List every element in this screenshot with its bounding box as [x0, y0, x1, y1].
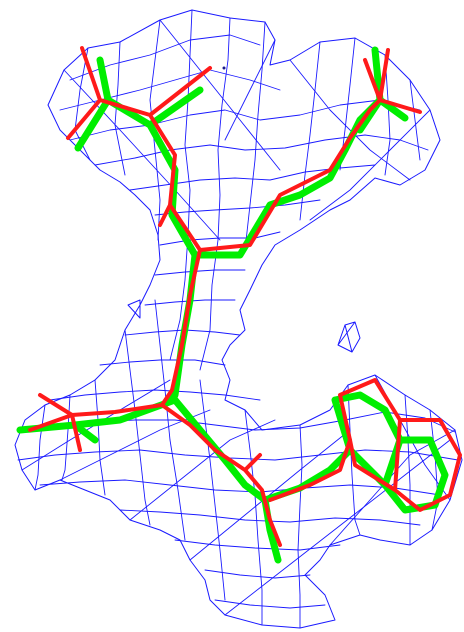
red-atomic-model	[28, 46, 462, 547]
mesh-small-tri	[127, 299, 141, 319]
red-residue-bottom-left	[28, 393, 164, 452]
red-residue-top-left	[66, 46, 212, 252]
green-residue-bottom-left	[16, 396, 179, 444]
red-backbone-top	[198, 48, 422, 252]
atom-marker	[222, 66, 226, 70]
mesh-small-blob	[337, 321, 361, 353]
mesh-outline-upper-left	[14, 9, 463, 629]
red-ring	[338, 378, 462, 512]
green-backbone-top	[191, 46, 409, 259]
green-backbone-middle	[164, 251, 199, 404]
red-backbone-bottom	[160, 403, 352, 547]
red-backbone-middle	[160, 248, 202, 407]
